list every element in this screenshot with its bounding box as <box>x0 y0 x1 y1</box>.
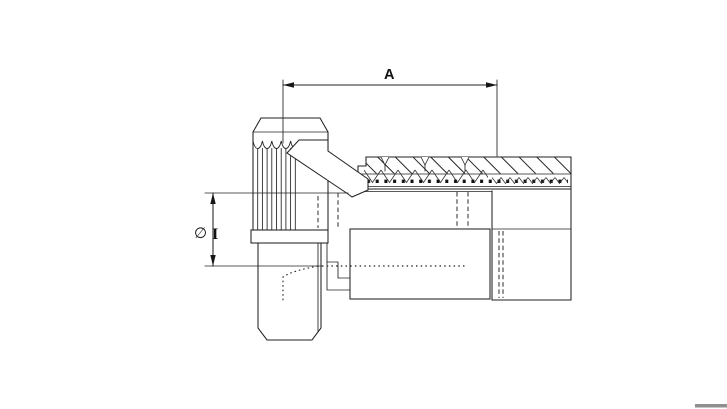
neck-step <box>326 242 351 291</box>
hidden-bore-line <box>282 265 319 303</box>
dim-arrow-right <box>486 82 497 88</box>
swivel-nut <box>252 117 329 231</box>
hose-braid-zigzag <box>492 175 568 186</box>
dim-arrow-down <box>210 255 216 266</box>
scrollbar-thumb-fragment[interactable] <box>695 404 727 408</box>
hose-end <box>491 156 572 301</box>
dim-a-label: A <box>384 67 395 83</box>
elbow-body <box>250 229 351 341</box>
dim-i-label: I <box>212 226 218 243</box>
hose-ferrule <box>351 156 572 192</box>
nut-knurl-grooves <box>257 148 296 231</box>
dim-i-diameter-symbol: ∅ <box>194 224 207 242</box>
dim-arrow-up <box>210 193 216 204</box>
hex-body <box>257 242 322 341</box>
dimension-a: A <box>282 67 498 157</box>
hose-socket <box>317 192 491 300</box>
cone-section <box>286 139 369 198</box>
dimension-diameter-i: ∅ I <box>194 192 349 267</box>
ferrule-crimp-dots <box>364 176 568 187</box>
nut-washer-band <box>250 229 329 244</box>
neck-step <box>326 261 351 279</box>
dim-arrow-left <box>283 82 294 88</box>
